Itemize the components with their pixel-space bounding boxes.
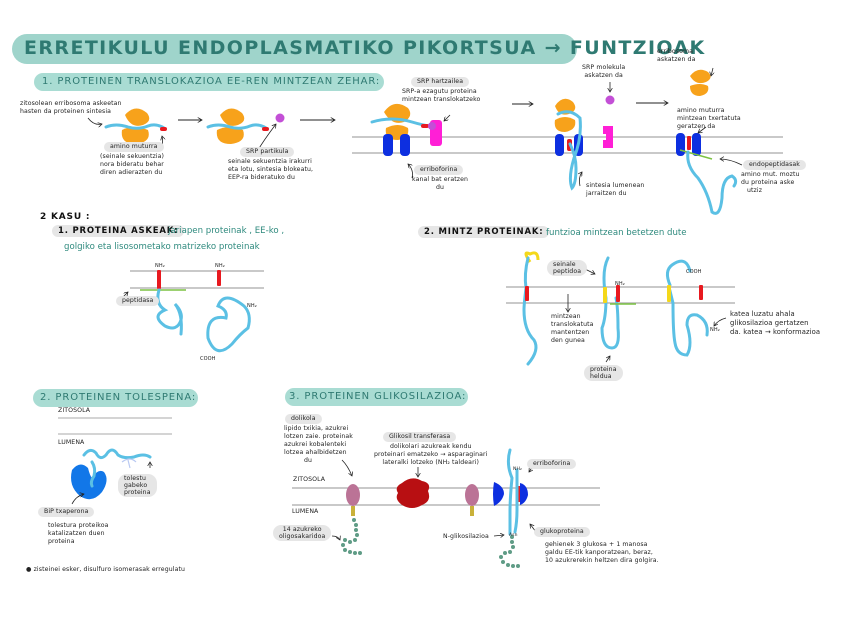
chain-elongation-note: katea luzatu ahala glikosilazioa gertatz…: [730, 310, 821, 336]
title-banner: [12, 34, 577, 64]
cooh-label: COOH: [200, 356, 216, 362]
amino-inserted-note: amino muturra mintzean txertatuta geratz…: [677, 107, 741, 130]
folding-banner: [33, 389, 198, 407]
cooh-label-2: COOH: [686, 269, 702, 275]
nh2-label-glyco: NH₂: [513, 467, 522, 472]
ribosome-small-subunit: [121, 127, 149, 144]
srp-particle: [275, 113, 285, 123]
membrane-proteins-desc: funtzioa mintzean betetzen dute: [546, 228, 687, 238]
dolichol-2: [465, 484, 479, 506]
dolichol-1: [346, 484, 360, 506]
page-title: ERRETIKULU ENDOPLASMATIKO PIKORTSUA → FU…: [24, 37, 706, 59]
section1-heading: 1. PROTEINEN TRANSLOKAZIOA EE-REN MINTZE…: [42, 76, 381, 87]
glyco-diagram: [292, 448, 600, 568]
folding-diagram: [58, 417, 172, 505]
membrane-proteins-label: 2. MINTZ PROTEINAK:: [418, 226, 550, 238]
srp-release-note: SRP molekula askatzen da: [582, 64, 626, 79]
glycoprotein-label: glukoproteina: [534, 527, 590, 537]
glyco-heading: 3. PROTEINEN GLIKOSILAZIOA:: [289, 391, 467, 402]
endopeptidase-desc: amino mut. moztu du proteina aske utziz: [741, 171, 800, 194]
glyco-lumen-label: LUMENA: [292, 508, 319, 515]
anchor-region-note: mintzean translokatuta mantentzen den gu…: [551, 313, 594, 344]
glycosyl-transferase: [396, 478, 430, 508]
nh2-label-3: NH₂: [247, 303, 257, 309]
translocon-right: [400, 134, 410, 156]
section1-banner: [34, 73, 384, 91]
dolichol-label: dolikola: [285, 414, 322, 424]
translocon-glyco-right: [520, 483, 528, 505]
amino-terminus-desc: (seinale sekuentzia) nora bideratu behar…: [100, 153, 165, 176]
mrna-strand: [104, 123, 166, 130]
glyco-banner: [285, 388, 468, 406]
srp-particle-desc: seinale sekuentzia irakurri eta lotu, si…: [228, 158, 314, 181]
signal-peptide-label: seinale peptidoa: [547, 260, 588, 276]
case1-diagram: [121, 270, 264, 353]
free-proteins-desc-2: golgiko eta lisosometako matrizeko prote…: [64, 242, 260, 252]
bip-chaperone-desc: tolestura proteikoa katalizatzen duen pr…: [48, 522, 109, 545]
bip-chaperone: [71, 464, 107, 500]
step5-release: [676, 67, 743, 215]
oligosaccharide-chain: [341, 518, 520, 568]
erriboforina-label: erriboforina: [414, 165, 464, 175]
step4-translocation: [554, 82, 615, 191]
ribosome-large-subunit: [125, 108, 150, 126]
ribosome-release-note: erribosoma askatzen da: [657, 48, 696, 63]
transferase-label: Glikosil transferasa: [383, 432, 457, 442]
free-proteins-label: 1. PROTEINA ASKEAK:: [52, 225, 185, 237]
erriboforina-desc: kanal bat eratzen du: [412, 176, 469, 191]
bullet-icon: ●: [26, 566, 32, 573]
transferase-desc: dolikolari azukreak kendu proteinari ema…: [374, 443, 488, 466]
folding-footnote: ● zisteinei esker, disulfuro isomerasak …: [26, 566, 186, 573]
n-glycosylation-label: N-glikosilazioa: [443, 533, 489, 540]
mature-protein-label: proteina heldua: [584, 365, 623, 381]
nh2-label-5: NH₂: [710, 327, 720, 333]
oligosaccharide-label: 14 azukreko oligosakaridoa: [273, 525, 332, 541]
nh2-label-1: NH₂: [155, 263, 165, 269]
step2-srp: [206, 108, 285, 151]
glycoprotein-desc: gehienek 3 glukosa + 1 manosa galdu EE-t…: [545, 541, 659, 564]
dolichol-desc: lipido txikia, azukrei lotzen zaie. prot…: [284, 425, 353, 464]
srp-receptor-desc: SRP-a ezagutu proteina mintzean translok…: [402, 88, 481, 103]
endopeptidase-label: endopeptidasak: [743, 160, 806, 170]
translocon-glyco-left: [493, 482, 504, 506]
folding-lumen-label: LUMENA: [58, 439, 85, 446]
amino-terminus-label: amino muturra: [104, 142, 164, 152]
peptidase-label: peptidasa: [116, 296, 160, 306]
cases-heading: 2 KASU :: [40, 212, 91, 222]
nh2-label-2: NH₂: [215, 263, 225, 269]
free-ribosome-note: zitosolean erribosoma askeetan hasten da…: [20, 100, 122, 115]
lumen-synthesis-note: sintesia lumenean jarraitzen du: [586, 182, 645, 197]
nh2-label-4: NH₂: [615, 281, 625, 287]
free-proteins-desc-1: jariapen proteinak , EE-ko ,: [168, 226, 285, 236]
step3-srp-receptor: [370, 103, 451, 179]
unfolded-protein-label: tolestu gabeko proteina: [118, 474, 157, 497]
glyco-cytosol-label: ZITOSOLA: [293, 476, 326, 483]
translocon-left: [383, 134, 393, 156]
erriboforina-glyco-label: erriboforina: [527, 459, 577, 469]
asn-label: Asn: [509, 533, 518, 538]
srp-receptor-empty: [603, 126, 613, 148]
case2-diagram: [506, 251, 735, 366]
folding-cytosol-label: ZITOSOLA: [58, 407, 91, 414]
bip-chaperone-label: BiP txaperona: [38, 507, 95, 517]
srp-particle-label: SRP partikula: [240, 147, 295, 157]
srp-receptor-label: SRP hartzailea: [411, 77, 470, 87]
folding-heading: 2. PROTEINEN TOLESPENA:: [40, 392, 197, 403]
signal-sequence: [160, 127, 167, 131]
